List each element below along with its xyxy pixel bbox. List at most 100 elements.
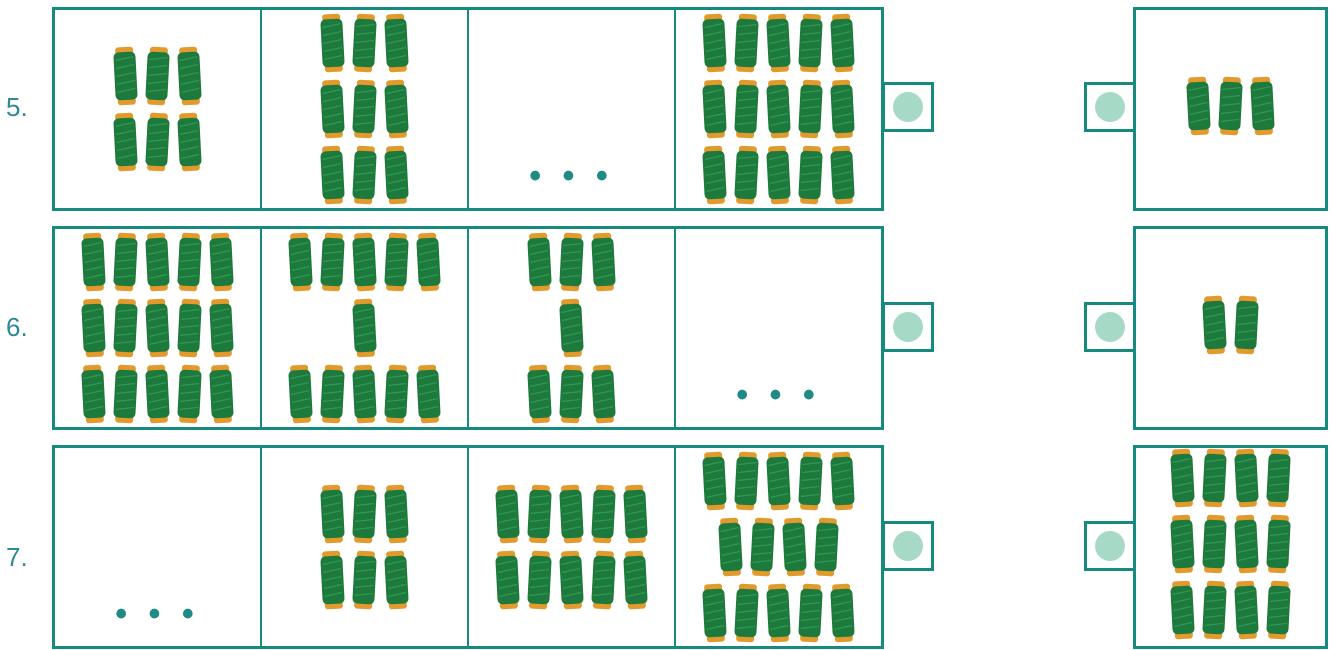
row-7-connector-right[interactable] [1084,521,1136,571]
missing-ellipsis: • • • [55,604,260,624]
thread-spool-icon [527,484,552,543]
thread-spool-icon [1202,448,1227,507]
thread-spool-icon [1170,514,1195,573]
thread-spool-icon [113,298,138,357]
thread-spool-icon [320,550,345,609]
spool-group [469,448,674,646]
row-6-connector-right[interactable] [1084,302,1136,352]
thread-spool-icon [1202,514,1227,573]
thread-spool-icon [702,583,727,642]
thread-spool-icon [113,232,138,291]
thread-spool-icon [209,232,234,291]
thread-spool-icon [798,451,823,510]
row-6-cell-4[interactable]: • • • [676,229,881,427]
thread-spool-icon [209,364,234,423]
missing-ellipsis: • • • [676,385,881,405]
thread-spool-icon [384,79,409,138]
spool-group [55,10,260,208]
thread-spool-icon [782,517,807,576]
spool-group [469,229,674,427]
thread-spool-icon [416,364,441,423]
thread-spool-icon [384,13,409,72]
spool-group [262,229,467,427]
row-5-answer-card[interactable] [1133,7,1328,211]
row-6-sequence: • • • [52,226,884,430]
thread-spool-icon [416,232,441,291]
circle-connector-icon [1095,312,1125,342]
spool-group [1136,448,1325,646]
row-5-number: 5. [6,92,28,123]
thread-spool-icon [830,145,855,204]
spool-group [1136,229,1325,427]
thread-spool-icon [766,145,791,204]
thread-spool-icon [320,484,345,543]
thread-spool-icon [734,583,759,642]
row-5-sequence: • • • [52,7,884,211]
thread-spool-icon [527,232,552,291]
thread-spool-icon [1234,514,1259,573]
row-6-answer-card[interactable] [1133,226,1328,430]
thread-spool-icon [814,517,839,576]
thread-spool-icon [113,364,138,423]
thread-spool-icon [352,484,377,543]
thread-spool-icon [177,112,202,171]
thread-spool-icon [591,484,616,543]
thread-spool-icon [1170,448,1195,507]
thread-spool-icon [145,298,170,357]
thread-spool-icon [766,79,791,138]
thread-spool-icon [1186,76,1211,135]
thread-spool-icon [1234,580,1259,639]
spool-group [262,448,467,646]
row-5-cell-1 [55,10,262,208]
row-7-connector-left[interactable] [882,521,934,571]
row-7-cell-1[interactable]: • • • [55,448,262,646]
row-5-connector-right[interactable] [1084,82,1136,132]
thread-spool-icon [384,484,409,543]
thread-spool-icon [527,550,552,609]
circle-connector-icon [893,92,923,122]
thread-spool-icon [384,145,409,204]
thread-spool-icon [81,232,106,291]
thread-spool-icon [352,13,377,72]
thread-spool-icon [320,145,345,204]
thread-spool-icon [177,232,202,291]
row-7-cell-3 [469,448,676,646]
thread-spool-icon [766,451,791,510]
thread-spool-icon [495,550,520,609]
thread-spool-icon [766,583,791,642]
row-6-cell-2 [262,229,469,427]
thread-spool-icon [209,298,234,357]
thread-spool-icon [1218,76,1243,135]
thread-spool-icon [766,13,791,72]
thread-spool-icon [145,46,170,105]
thread-spool-icon [559,550,584,609]
thread-spool-icon [734,79,759,138]
thread-spool-icon [591,364,616,423]
thread-spool-icon [320,79,345,138]
row-5-connector-left[interactable] [882,82,934,132]
thread-spool-icon [352,298,377,357]
thread-spool-icon [559,298,584,357]
spool-group [262,10,467,208]
thread-spool-icon [702,13,727,72]
thread-spool-icon [623,484,648,543]
row-6-connector-left[interactable] [882,302,934,352]
circle-connector-icon [893,531,923,561]
thread-spool-icon [113,112,138,171]
spool-group [676,448,881,646]
thread-spool-icon [734,145,759,204]
thread-spool-icon [830,583,855,642]
thread-spool-icon [1202,580,1227,639]
thread-spool-icon [384,364,409,423]
thread-spool-icon [702,145,727,204]
spool-group [1136,10,1325,208]
row-7-number: 7. [6,542,28,573]
thread-spool-icon [352,364,377,423]
thread-spool-icon [145,232,170,291]
thread-spool-icon [830,451,855,510]
row-5-cell-3[interactable]: • • • [469,10,676,208]
row-6-cell-3 [469,229,676,427]
thread-spool-icon [1234,295,1259,354]
thread-spool-icon [352,79,377,138]
row-7-answer-card[interactable] [1133,445,1328,649]
